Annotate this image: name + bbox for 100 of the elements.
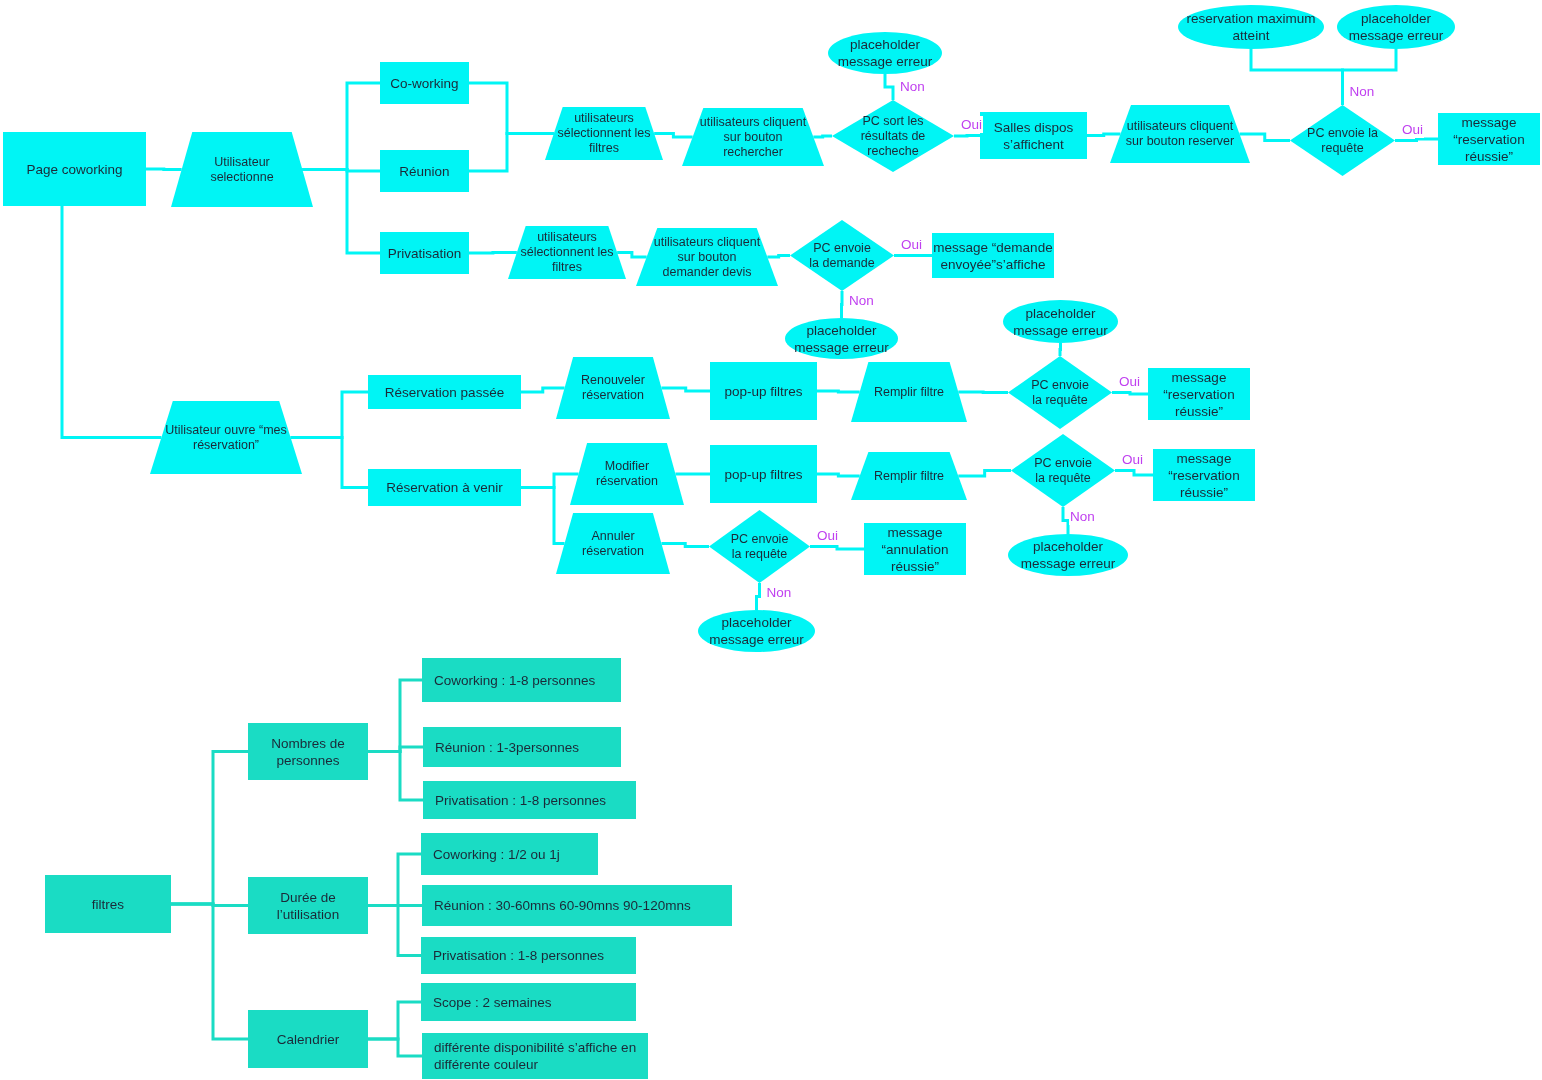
trapezoid-box — [636, 228, 778, 286]
node-text: Calendrier — [276, 1030, 340, 1048]
node-text: placeholder message erreur — [836, 36, 934, 70]
node-text: Scope : 2 semaines — [433, 993, 552, 1011]
node-text: message “demande envoyée”s’affiche — [932, 238, 1054, 273]
connector-line — [810, 545, 864, 551]
node-text: Co-working — [390, 74, 459, 92]
node-text: Page coworking — [26, 160, 123, 178]
process-box — [380, 232, 469, 274]
node-text: Privatisation : 1-8 personnes — [435, 791, 607, 809]
connector-line — [958, 390, 1008, 394]
connector-line — [1087, 132, 1121, 137]
process-box — [421, 983, 636, 1021]
node-text: message “reservation réussie” — [1167, 449, 1241, 501]
connector-line — [146, 167, 182, 171]
ellipse-node — [1337, 5, 1455, 49]
node-text: Privatisation — [387, 244, 462, 262]
process-box — [248, 1010, 368, 1068]
node-text: PC envoie la requête — [1033, 455, 1093, 486]
ellipse-node — [1178, 5, 1324, 49]
node-text: Réunion — [399, 162, 450, 180]
node-text: Réservation passée — [384, 383, 505, 401]
connector-line — [817, 472, 860, 478]
node-text: utilisateurs sélectionnent les filtres — [519, 230, 615, 275]
ellipse-node — [1008, 534, 1128, 576]
connector-line — [1061, 507, 1070, 534]
node-text: filtres — [91, 895, 125, 913]
connector-line — [1058, 343, 1062, 356]
connector-line — [521, 386, 565, 394]
node-text: Utilisateur selectionne — [209, 154, 275, 185]
connector-line — [368, 750, 423, 802]
ellipse-node — [1003, 300, 1118, 343]
connector-line — [755, 583, 761, 610]
node-text: Réunion : 30-60mns 60-90mns 90-120mns — [434, 897, 691, 914]
node-text: PC envoie la requête — [1030, 377, 1090, 408]
node-text: Utilisateur ouvre “mes réservation” — [164, 422, 288, 453]
node-text: pop-up filtres — [724, 465, 803, 483]
process-box — [1438, 113, 1540, 165]
trapezoid-box — [1110, 105, 1250, 163]
trapezoid-box — [171, 132, 313, 207]
connector-line — [958, 469, 1011, 478]
connector-line — [767, 254, 790, 259]
node-text: utilisateurs sélectionnent les filtres — [556, 111, 652, 156]
node-text: Salles dispos s’affichent — [992, 118, 1075, 153]
node-text: Coworking : 1/2 ou 1j — [433, 845, 560, 863]
connector-line — [954, 134, 980, 138]
node-text: Annuler réservation — [581, 528, 645, 559]
node-text: PC envoie la demande — [808, 240, 876, 271]
decision-diamond — [1011, 434, 1115, 507]
connector-line — [840, 291, 844, 318]
connector-line — [290, 436, 368, 489]
decision-diamond — [709, 510, 810, 583]
connector-line — [1239, 132, 1290, 142]
process-box — [423, 727, 621, 767]
node-text: PC envoie la requête — [1306, 125, 1379, 156]
node-text: Durée de l’utilisation — [275, 888, 341, 923]
connector-line — [1395, 137, 1438, 142]
connector-line — [1341, 49, 1398, 105]
process-box — [248, 723, 368, 780]
trapezoid-box — [570, 443, 684, 505]
process-box — [710, 445, 817, 503]
process-box — [421, 833, 598, 875]
process-box — [3, 132, 146, 206]
node-text: Renouveler réservation — [580, 373, 646, 403]
node-text: placeholder message erreur — [708, 614, 805, 648]
connector-line — [521, 486, 565, 545]
node-text: Privatisation : 1-8 personnes — [433, 947, 605, 964]
decision-diamond — [832, 100, 954, 172]
connector-line — [368, 1037, 422, 1058]
connector-line — [171, 902, 248, 1041]
connector-line — [60, 206, 162, 439]
connector-line — [654, 132, 693, 139]
connector-line — [368, 904, 421, 957]
node-text: placeholder message erreur — [793, 321, 890, 356]
node-text: message “reservation réussie” — [1162, 368, 1236, 420]
node-text: utilisateurs cliquent sur bouton demander devis — [652, 234, 762, 280]
process-box — [980, 112, 1087, 159]
node-text: placeholder message erreur — [1347, 10, 1445, 44]
process-box — [45, 875, 171, 933]
ellipse-node — [698, 610, 815, 652]
process-box — [1153, 449, 1255, 501]
node-text: différente disponibilité s’affiche en différente couleur — [434, 1039, 638, 1073]
node-text: Réservation à venir — [386, 479, 503, 496]
connector-line — [1112, 391, 1148, 396]
node-text: PC sort les résultats de recheche — [859, 113, 927, 159]
process-box — [864, 523, 966, 575]
process-box — [422, 1033, 648, 1079]
process-box — [1148, 368, 1250, 420]
connector-line — [675, 472, 710, 476]
node-text: utilisateurs cliquent sur bouton reserver — [1124, 119, 1236, 149]
node-text: message “reservation réussie” — [1452, 113, 1526, 165]
process-box — [368, 375, 521, 409]
node-text: utilisateurs cliquent sur bouton rechercher — [698, 114, 808, 160]
connector-line — [894, 254, 932, 257]
process-box — [710, 362, 817, 420]
process-box — [380, 150, 469, 192]
node-text: pop-up filtres — [724, 382, 803, 400]
decision-diamond — [1008, 356, 1112, 429]
node-text: Modifier réservation — [595, 459, 659, 489]
node-text: PC envoie la requête — [729, 531, 790, 562]
